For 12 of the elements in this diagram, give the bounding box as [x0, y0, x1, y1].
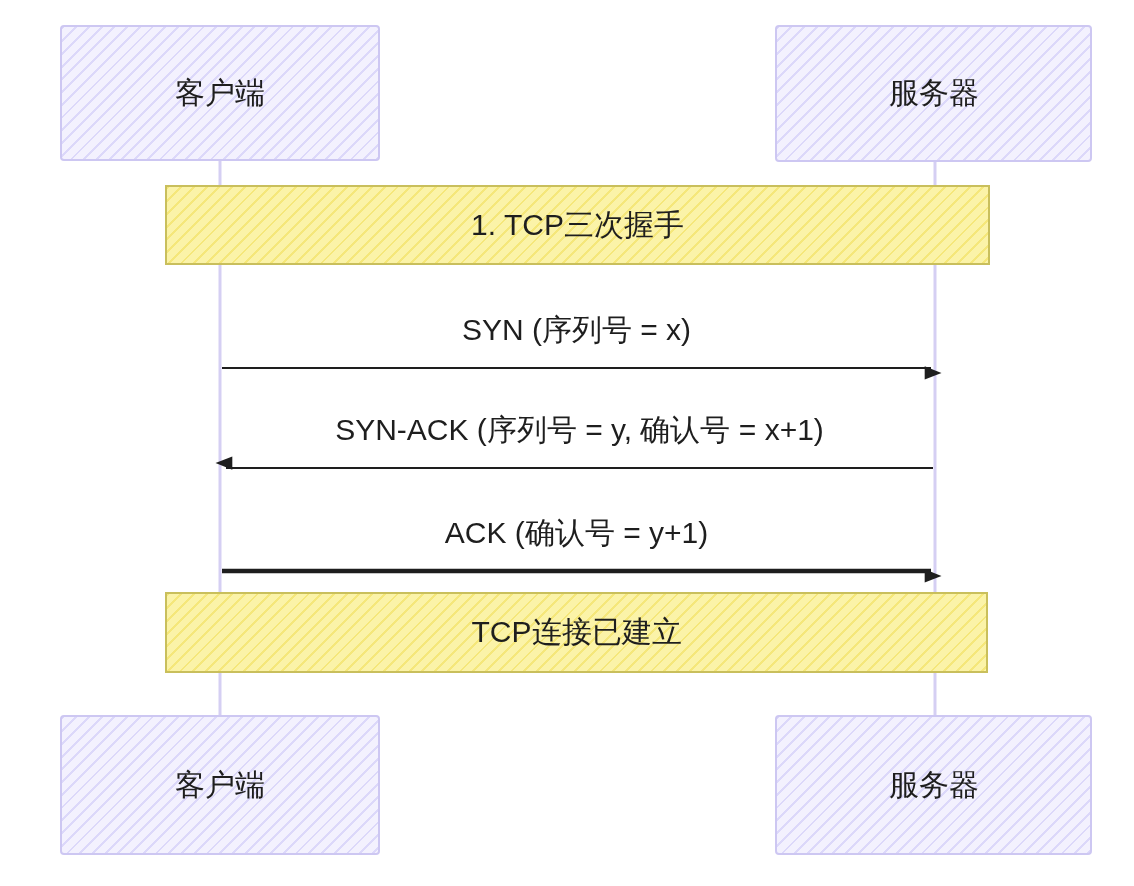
actor-box: 服务器 [775, 25, 1092, 162]
lifeline [218, 265, 222, 592]
lifeline [218, 673, 222, 715]
lifeline [933, 673, 937, 715]
lifeline [218, 161, 222, 185]
phase-band: 1. TCP三次握手 [165, 185, 990, 265]
lifeline [933, 265, 937, 592]
actor-box: 服务器 [775, 715, 1092, 855]
lifeline [933, 162, 937, 185]
actor-box: 客户端 [60, 715, 380, 855]
phase-band: TCP连接已建立 [165, 592, 988, 673]
actor-box: 客户端 [60, 25, 380, 161]
